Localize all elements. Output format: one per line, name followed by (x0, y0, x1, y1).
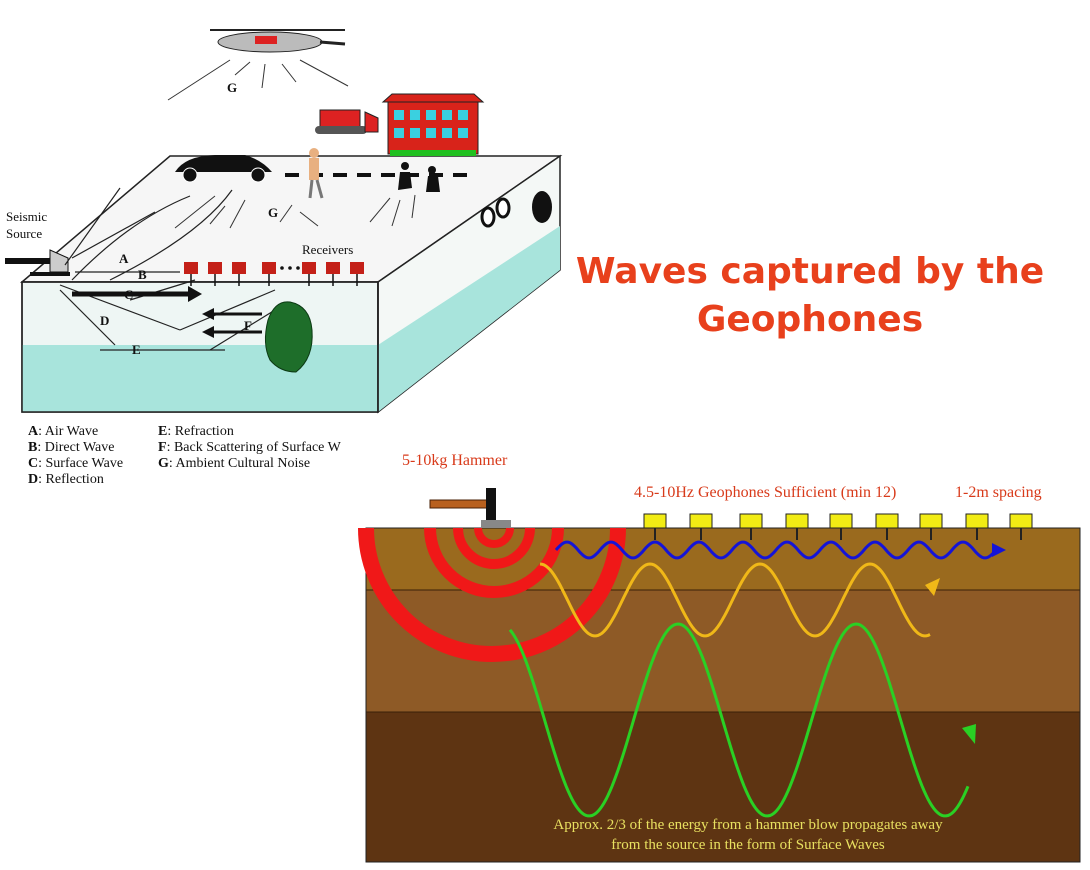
wave-label-g-air: G (227, 80, 238, 95)
block-front-water (22, 345, 378, 412)
wave-label-d: D (100, 313, 110, 328)
legend-item: A: Air Wave (28, 424, 99, 439)
receiver-ellipsis (280, 266, 300, 270)
legend-item: E: Refraction (158, 424, 234, 439)
backscatter-arrows (202, 308, 262, 338)
geophone (1009, 513, 1033, 529)
yellow-wave-arrowhead (925, 578, 940, 596)
wave-label-f: F (244, 318, 252, 333)
bulldozer-icon (315, 109, 379, 134)
car-icon (175, 155, 272, 183)
wave-label-e: E (132, 342, 141, 357)
title-line-2: Geophones (696, 299, 924, 340)
runners-icon (398, 162, 440, 192)
wave-label-b: B (138, 267, 147, 282)
geophone (739, 513, 763, 529)
blue-wave-arrowhead (992, 543, 1006, 557)
geophone (919, 513, 943, 529)
caption-line-2: from the source in the form of Surface W… (611, 837, 885, 853)
helicopter-noise-rays (167, 59, 349, 101)
ambient-noise-rays (174, 194, 416, 229)
legend-item: G: Ambient Cultural Noise (158, 456, 311, 471)
geophone (965, 513, 989, 529)
wave-label-a: A (119, 251, 129, 266)
receivers-array (184, 262, 364, 274)
green-wave (508, 622, 970, 818)
geophone (785, 513, 809, 529)
building-icon (381, 93, 485, 156)
soil-section (365, 527, 1081, 863)
title-line-1: Waves captured by the (575, 251, 1045, 292)
block-side-water (378, 226, 560, 412)
side-face-holes (480, 191, 552, 228)
legend-item: B: Direct Wave (28, 440, 115, 455)
legend-item: C: Surface Wave (28, 456, 124, 471)
hammer-icon (429, 488, 511, 528)
energy-caption: Approx. 2/3 of the energy from a hammer … (468, 815, 1028, 855)
energy-rings (358, 527, 626, 662)
yellow-wave (539, 562, 931, 638)
receivers-label: Receivers (302, 242, 354, 257)
spacing-label: 1-2m spacing (955, 484, 1042, 501)
geophone (689, 513, 713, 529)
geophone (643, 513, 667, 529)
scatterer-body (264, 301, 313, 373)
geophone (875, 513, 899, 529)
helicopter-icon (210, 29, 346, 53)
geophone (829, 513, 853, 529)
wave-label-c: C (124, 287, 134, 302)
slide-title: Waves captured by the Geophones (560, 248, 1060, 344)
seismic-source-icon (5, 249, 70, 276)
green-wave-arrowhead (962, 724, 976, 744)
geophones-label: 4.5-10Hz Geophones Sufficient (min 12) (634, 484, 897, 501)
blue-surface-wave (554, 540, 998, 560)
wave-label-g-ground: G (268, 205, 279, 220)
soil-layer-deep (366, 712, 1080, 862)
receiver-spikes (190, 274, 358, 286)
legend-item: D: Reflection (28, 472, 104, 487)
legend-left: A: Air Wave B: Direct Wave C: Surface Wa… (28, 424, 123, 488)
hammer-label: 5-10kg Hammer (402, 452, 508, 469)
caption-line-1: Approx. 2/3 of the energy from a hammer … (553, 817, 943, 833)
geophones (643, 513, 1033, 540)
legend-item: F: Back Scattering of Surface W (158, 440, 341, 455)
worker-icon (308, 148, 324, 199)
legend-right: E: Refraction F: Back Scattering of Surf… (158, 424, 341, 472)
seismic-source-label: Seismic Source (6, 209, 48, 241)
